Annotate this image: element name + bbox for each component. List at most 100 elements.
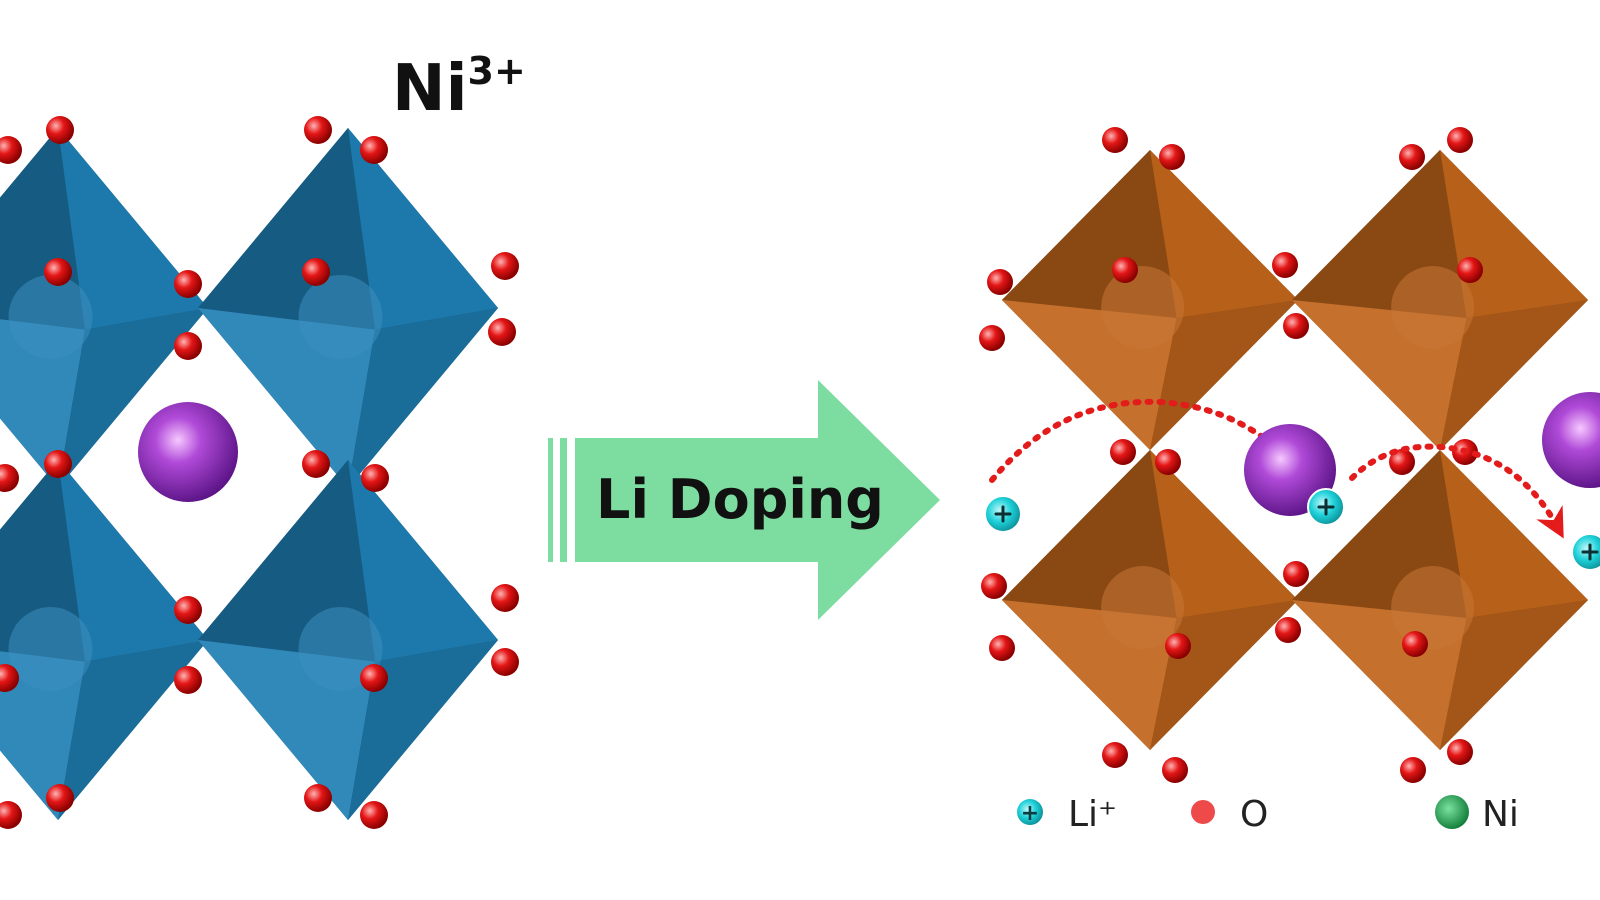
oxygen-atom-icon bbox=[491, 252, 519, 280]
blue-octahedron bbox=[0, 460, 208, 820]
oxygen-atom-icon bbox=[1283, 561, 1309, 587]
li-ion-icon bbox=[1571, 533, 1600, 571]
octahedron-face bbox=[1440, 600, 1588, 750]
oxygen-atom-icon bbox=[491, 648, 519, 676]
oxygen-legend-icon bbox=[1191, 800, 1215, 824]
plus-icon bbox=[994, 505, 1012, 523]
oxygen-atom-icon bbox=[979, 325, 1005, 351]
ni-ion-icon bbox=[1391, 266, 1475, 349]
oxygen-atom-icon bbox=[1389, 449, 1415, 475]
oxygen-atom-icon bbox=[1402, 631, 1428, 657]
ni-ion-icon bbox=[1391, 566, 1475, 649]
oxygen-atom-icon bbox=[361, 464, 389, 492]
migration-path-1 bbox=[989, 398, 1313, 488]
oxygen-atom-icon bbox=[174, 332, 202, 360]
oxygen-atom-icon bbox=[44, 450, 72, 478]
oxygen-atom-icon bbox=[360, 136, 388, 164]
oxygen-atom-icon bbox=[1399, 144, 1425, 170]
octahedron-face bbox=[58, 640, 208, 820]
ions bbox=[984, 392, 1600, 571]
octahedron-face bbox=[1440, 300, 1588, 450]
oxygen-atom-icon bbox=[1447, 739, 1473, 765]
ni-ion-icon bbox=[298, 607, 383, 691]
octahedron-face bbox=[348, 460, 498, 662]
oxygen-atom-icon bbox=[304, 116, 332, 144]
arrow-label: Li Doping bbox=[596, 468, 884, 531]
oxygen-atom-icon bbox=[1102, 127, 1128, 153]
ni3-label: Ni3+ bbox=[392, 49, 526, 126]
oxygen-atom-icon bbox=[1283, 313, 1309, 339]
legend: + Li⁺ O Ni bbox=[1017, 794, 1519, 835]
plus-icon bbox=[1317, 498, 1335, 516]
oxygen-atom-icon bbox=[1457, 257, 1483, 283]
oxygen-atom-icon bbox=[360, 801, 388, 829]
oxygen-atom-icon bbox=[174, 270, 202, 298]
octahedron-face bbox=[348, 308, 498, 488]
plus-icon bbox=[1581, 543, 1599, 561]
oxygen-atom-icon bbox=[302, 258, 330, 286]
legend-item-li: + Li⁺ bbox=[1017, 794, 1117, 835]
o-legend-label: O bbox=[1240, 794, 1268, 835]
oxygen-atom-icon bbox=[1155, 449, 1181, 475]
oxygen-atom-icon bbox=[44, 258, 72, 286]
arrow-body bbox=[575, 380, 940, 620]
a-site-ion-icon bbox=[1244, 424, 1336, 516]
oxygen-atom-icon bbox=[488, 318, 516, 346]
orange-octahedron bbox=[1002, 150, 1298, 450]
li-doping-arrow: Li Doping bbox=[548, 380, 940, 620]
oxygen-atom-icon bbox=[981, 573, 1007, 599]
octahedron-face bbox=[1150, 150, 1298, 318]
oxygen-atom-icon bbox=[0, 136, 22, 164]
octahedron-face bbox=[0, 319, 85, 488]
oxygen-atom-icon bbox=[0, 464, 19, 492]
blue-octahedron bbox=[198, 128, 498, 488]
a-site-ion-icon bbox=[1542, 392, 1600, 488]
ni-ion-icon bbox=[8, 275, 93, 359]
li-ion-icon bbox=[1307, 488, 1345, 526]
ni-ion-icon bbox=[298, 275, 383, 359]
oxygen-atom-icon bbox=[987, 269, 1013, 295]
li-migration-paths bbox=[989, 398, 1564, 539]
oxygen-atom-icon bbox=[0, 801, 22, 829]
li-doped-perovskite-structure bbox=[979, 127, 1588, 783]
li-legend-label: Li⁺ bbox=[1068, 794, 1117, 835]
legend-item-ni: Ni bbox=[1435, 794, 1519, 835]
oxygen-atom-icon bbox=[46, 784, 74, 812]
oxygen-atom-icon bbox=[1272, 252, 1298, 278]
octahedron-face bbox=[1150, 300, 1298, 450]
ni-legend-label: Ni bbox=[1482, 794, 1519, 835]
ni-ion-icon bbox=[8, 607, 93, 691]
oxygen-atom-icon bbox=[1165, 633, 1191, 659]
arrow-stripe-1 bbox=[548, 438, 553, 562]
orange-octahedron bbox=[1292, 150, 1588, 450]
a-site-ion-icon bbox=[138, 402, 238, 502]
legend-item-o: O bbox=[1191, 794, 1268, 835]
oxygen-atom-icon bbox=[302, 450, 330, 478]
ni-legend-icon bbox=[1435, 795, 1469, 829]
oxygen-atom-icon bbox=[1447, 127, 1473, 153]
oxygen-atom-icon bbox=[1162, 757, 1188, 783]
orange-octahedron bbox=[1292, 450, 1588, 750]
oxygen-atom-icon bbox=[174, 666, 202, 694]
octahedron-face bbox=[58, 308, 208, 488]
oxygen-atom-icon bbox=[1102, 742, 1128, 768]
migration-path-2 bbox=[1349, 443, 1564, 539]
li-ion-icon bbox=[984, 495, 1022, 533]
ni-ion-icon bbox=[1101, 266, 1185, 349]
oxygen-atom-icon bbox=[174, 596, 202, 624]
oxygen-atom-icon bbox=[46, 116, 74, 144]
octahedron-face bbox=[348, 128, 498, 330]
oxygen-atom-icon bbox=[1400, 757, 1426, 783]
oxygen-atom-icon bbox=[491, 584, 519, 612]
oxygen-atom-icon bbox=[1159, 144, 1185, 170]
ni3-perovskite-structure bbox=[0, 116, 519, 829]
oxygen-atom-icon bbox=[360, 664, 388, 692]
oxygen-atom-icon bbox=[304, 784, 332, 812]
blue-octahedron bbox=[0, 128, 208, 488]
octahedron-face bbox=[58, 128, 208, 330]
oxygen-atom-icon bbox=[1275, 617, 1301, 643]
octahedron-face bbox=[1150, 450, 1298, 618]
li-legend-symbol: + bbox=[1021, 801, 1039, 826]
arrow-stripe-2 bbox=[560, 438, 567, 562]
